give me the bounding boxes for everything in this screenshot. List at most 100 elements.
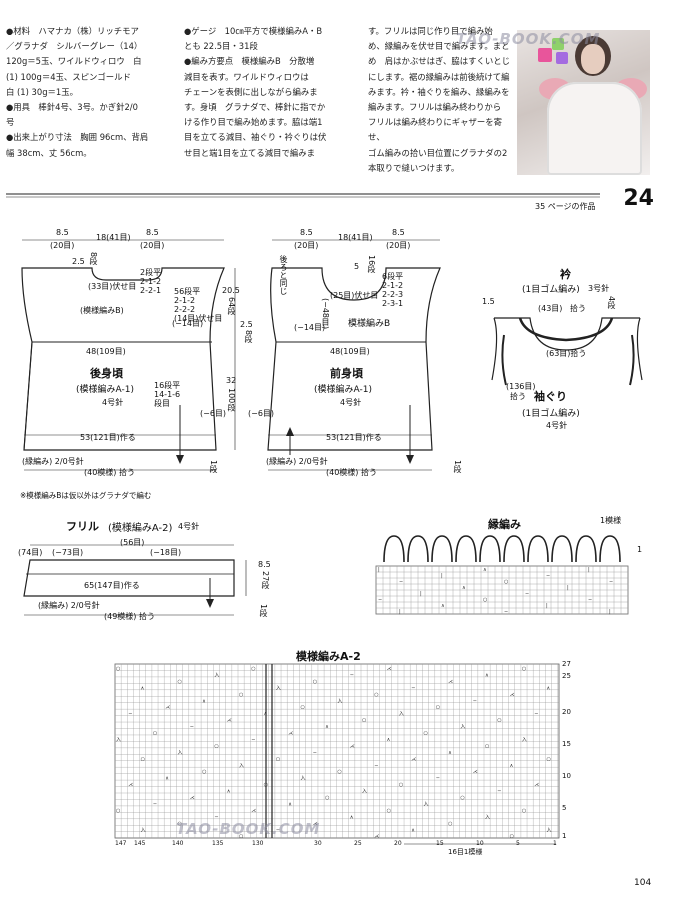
edge-arc xyxy=(455,535,477,563)
armhole-needle: 4号針 xyxy=(546,421,568,430)
a2-col-label: 10 xyxy=(476,840,484,847)
back-minus14: (−14目) xyxy=(172,319,204,328)
front-name: 前身頃 xyxy=(330,367,363,380)
a2-symbol: ⋌ xyxy=(190,795,195,801)
a2-symbol: ∧ xyxy=(510,763,514,769)
frill-dec73: (−73目) xyxy=(52,548,84,557)
a2-row-label: 27 xyxy=(562,660,571,668)
watermark-bottom: TAO-BOOK.COM xyxy=(176,820,321,838)
frill-needle: 4号針 xyxy=(178,522,200,531)
back-top-right-sts: (20目) xyxy=(140,241,165,250)
frill-left-sts: (74目) xyxy=(18,548,43,557)
frill-title: フリル xyxy=(66,520,99,533)
a2-symbol: ∧ xyxy=(288,801,292,807)
a2-symbol: ○ xyxy=(424,731,428,737)
edge-symbol: − xyxy=(504,609,508,615)
frill-h85: 8.5 xyxy=(258,560,271,569)
back-top-left-sts: (20目) xyxy=(50,241,75,250)
edge-chart-grid xyxy=(375,565,629,615)
back-one-row: 1段 xyxy=(209,460,218,474)
frill-border: (縁編み) 2/0号針 xyxy=(38,601,100,610)
a2-symbol: 入 xyxy=(424,801,429,807)
a2-symbol: ○ xyxy=(153,731,157,737)
a2-symbol: ○ xyxy=(214,743,218,749)
back-needle: 4号針 xyxy=(102,398,124,407)
a2-symbol: − xyxy=(473,698,477,704)
a2-symbol: ○ xyxy=(547,756,551,762)
a2-symbol: ⋌ xyxy=(251,808,256,814)
collar-title: 衿 xyxy=(560,268,571,281)
a2-symbol: ○ xyxy=(436,705,440,711)
frill-rows27: 27段 xyxy=(261,571,270,590)
a2-symbol: 入 xyxy=(337,698,342,704)
a2-symbol: 入 xyxy=(141,827,146,833)
front-minus14: (−14目) xyxy=(294,323,326,332)
a2-symbol: ⋌ xyxy=(473,769,478,775)
front-top-right: 8.5 xyxy=(392,228,405,237)
a2-symbol: ○ xyxy=(276,756,280,762)
edge-arc xyxy=(503,535,525,563)
back-h32-rows: 100段 xyxy=(227,388,236,412)
front-top-right-sts: (20目) xyxy=(386,241,411,250)
front-top-mid: 18(41目) xyxy=(338,233,373,242)
a2-symbol: 入 xyxy=(239,763,244,769)
front-top-left: 8.5 xyxy=(300,228,313,237)
back-h205-rows: 64段 xyxy=(227,297,236,316)
collar-sts63: (63目)拾う xyxy=(546,349,587,358)
a2-symbol: ○ xyxy=(522,666,526,672)
a2-col-label: 130 xyxy=(252,840,264,847)
a2-symbol: − xyxy=(251,737,255,743)
garment-photo xyxy=(517,30,650,175)
footer-page-number: 104 xyxy=(634,878,652,888)
a2-symbol: 入 xyxy=(485,814,490,820)
a2-symbol: ○ xyxy=(251,666,255,672)
frill-w56: (56目) xyxy=(120,538,145,547)
edge-symbol: ∧ xyxy=(462,585,466,591)
instructions-text: ●ゲージ 10㎝平方で模様編みA・B とも 22.5目・31段 ●編み方要点 模… xyxy=(184,26,327,158)
materials-text: ●材料 ハマナカ（株）リッチモア ／グラナダ シルバーグレー（14） 120g＝… xyxy=(6,26,149,158)
a2-symbol: 入 xyxy=(116,737,121,743)
edge-symbol: | xyxy=(588,567,590,573)
back-side xyxy=(23,341,33,451)
a2-symbol: − xyxy=(153,801,157,807)
a2-symbol: ○ xyxy=(301,705,305,711)
a2-symbol: ○ xyxy=(374,692,378,698)
front-width48: 48(109目) xyxy=(330,347,370,356)
frill-one-row: 1段 xyxy=(259,604,268,618)
a2-col-label: 5 xyxy=(516,840,520,847)
frill-cast-on: 65(147目)作る xyxy=(84,581,140,590)
edge-arc xyxy=(383,535,405,563)
a2-row-label: 10 xyxy=(562,772,571,780)
edge-symbol: | xyxy=(441,573,443,579)
back-width48: 48(109目) xyxy=(86,347,126,356)
edge-symbol: | xyxy=(399,609,401,615)
a2-symbol: ⋌ xyxy=(534,782,539,788)
front-body-outline xyxy=(267,267,441,451)
collar-needle: 3号針 xyxy=(588,284,610,293)
a2-symbol: 入 xyxy=(522,737,527,743)
edge-symbol: ∧ xyxy=(441,603,445,609)
frill-pickup: (49模様) 拾う xyxy=(104,612,155,621)
a2-symbol: 入 xyxy=(214,672,219,678)
page-number: 24 xyxy=(623,186,654,211)
edge-arc xyxy=(527,535,549,563)
a2-symbol: ∧ xyxy=(325,724,329,730)
a2-symbol: ⋌ xyxy=(128,782,133,788)
back-neck-height: 2.5 xyxy=(72,257,85,266)
collar-rib: (1目ゴム編み) xyxy=(522,285,580,295)
front-pattern-b: 模様編みB xyxy=(348,319,391,329)
back-name: 後身頃 xyxy=(90,367,123,380)
a2-symbol: ∧ xyxy=(227,789,231,795)
a2-symbol: ○ xyxy=(387,808,391,814)
a2-symbol: 入 xyxy=(460,724,465,730)
a2-symbol: − xyxy=(374,763,378,769)
back-cast-on: 53(121目)作る xyxy=(80,433,136,442)
a2-symbol: ○ xyxy=(497,718,501,724)
a2-col-label: 147 xyxy=(115,840,127,847)
a2-symbol: − xyxy=(128,711,132,717)
edge-arc xyxy=(551,535,573,563)
a2-symbol: ○ xyxy=(178,821,182,827)
front-pickup: (40模様) 拾う xyxy=(326,468,377,477)
a2-row-label: 1 xyxy=(562,832,567,840)
a2-symbol: ○ xyxy=(141,756,145,762)
